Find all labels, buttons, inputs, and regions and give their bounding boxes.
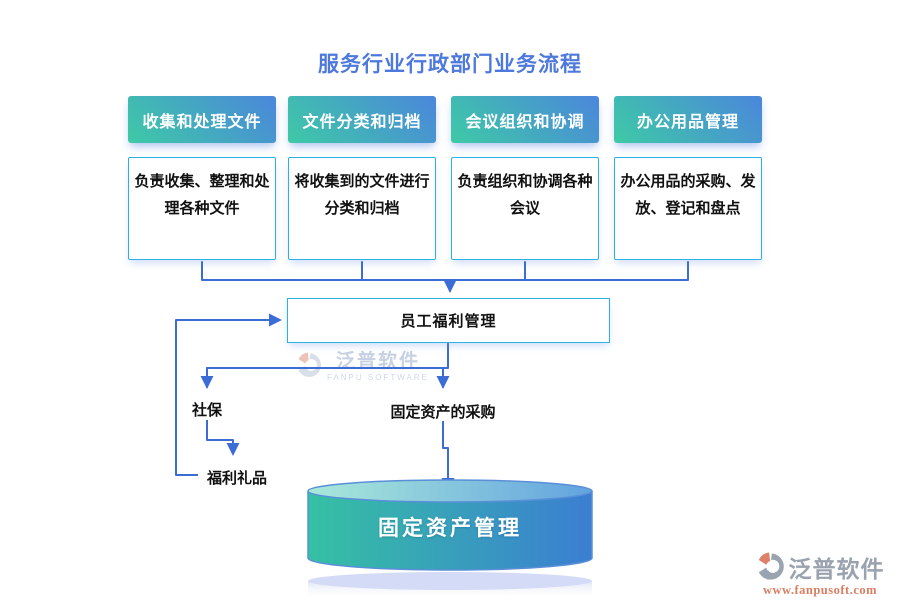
connector-gift-to-midnode (175, 313, 282, 476)
node-social-security: 社保 (191, 402, 223, 419)
fanpu-logo-icon (298, 352, 321, 377)
connector-asset-to-cylinder (441, 421, 455, 491)
cylinder-label-asset-management: 固定资产管理 (378, 517, 522, 540)
node-welfare-gift: 福利礼品 (206, 470, 268, 487)
watermark-center: 泛普软件 FANPU SOFTWARE (296, 351, 429, 382)
page-title: 服务行业行政部门业务流程 (318, 53, 582, 76)
watermark-corner: 泛普软件 www.fanpusoft.com (745, 550, 895, 598)
watermark-url: www.fanpusoft.com (762, 583, 878, 597)
connector-social-to-gift (206, 420, 240, 456)
watermark-subtitle: FANPU SOFTWARE (327, 373, 429, 382)
process-header-meeting-coordination: 会议组织和协调 (451, 96, 599, 143)
node-employee-welfare: 员工福利管理 (287, 298, 610, 343)
process-header-classify-archive: 文件分类和归档 (288, 96, 436, 143)
fanpu-logo-icon (758, 552, 784, 580)
process-desc-classify-archive: 将收集到的文件进行分类和归档 (288, 157, 436, 260)
cylinder-shape (307, 479, 593, 571)
process-header-office-supplies: 办公用品管理 (614, 96, 762, 143)
node-asset-purchase: 固定资产的采购 (390, 404, 496, 421)
connector-columns-to-midnode (201, 261, 689, 293)
watermark-brand: 泛普软件 (788, 556, 885, 582)
process-header-collect-files: 收集和处理文件 (128, 96, 276, 143)
connector-midnode-split (200, 342, 450, 389)
process-desc-meeting-coordination: 负责组织和协调各种会议 (451, 157, 599, 260)
watermark-brand: 泛普软件 (335, 351, 420, 372)
cylinder-reflection (308, 572, 592, 600)
process-desc-collect-files: 负责收集、整理和处理各种文件 (128, 157, 276, 260)
watermark-center-text: 泛普软件 FANPU SOFTWARE (327, 351, 429, 382)
process-desc-office-supplies: 办公用品的采购、发放、登记和盘点 (614, 157, 762, 260)
